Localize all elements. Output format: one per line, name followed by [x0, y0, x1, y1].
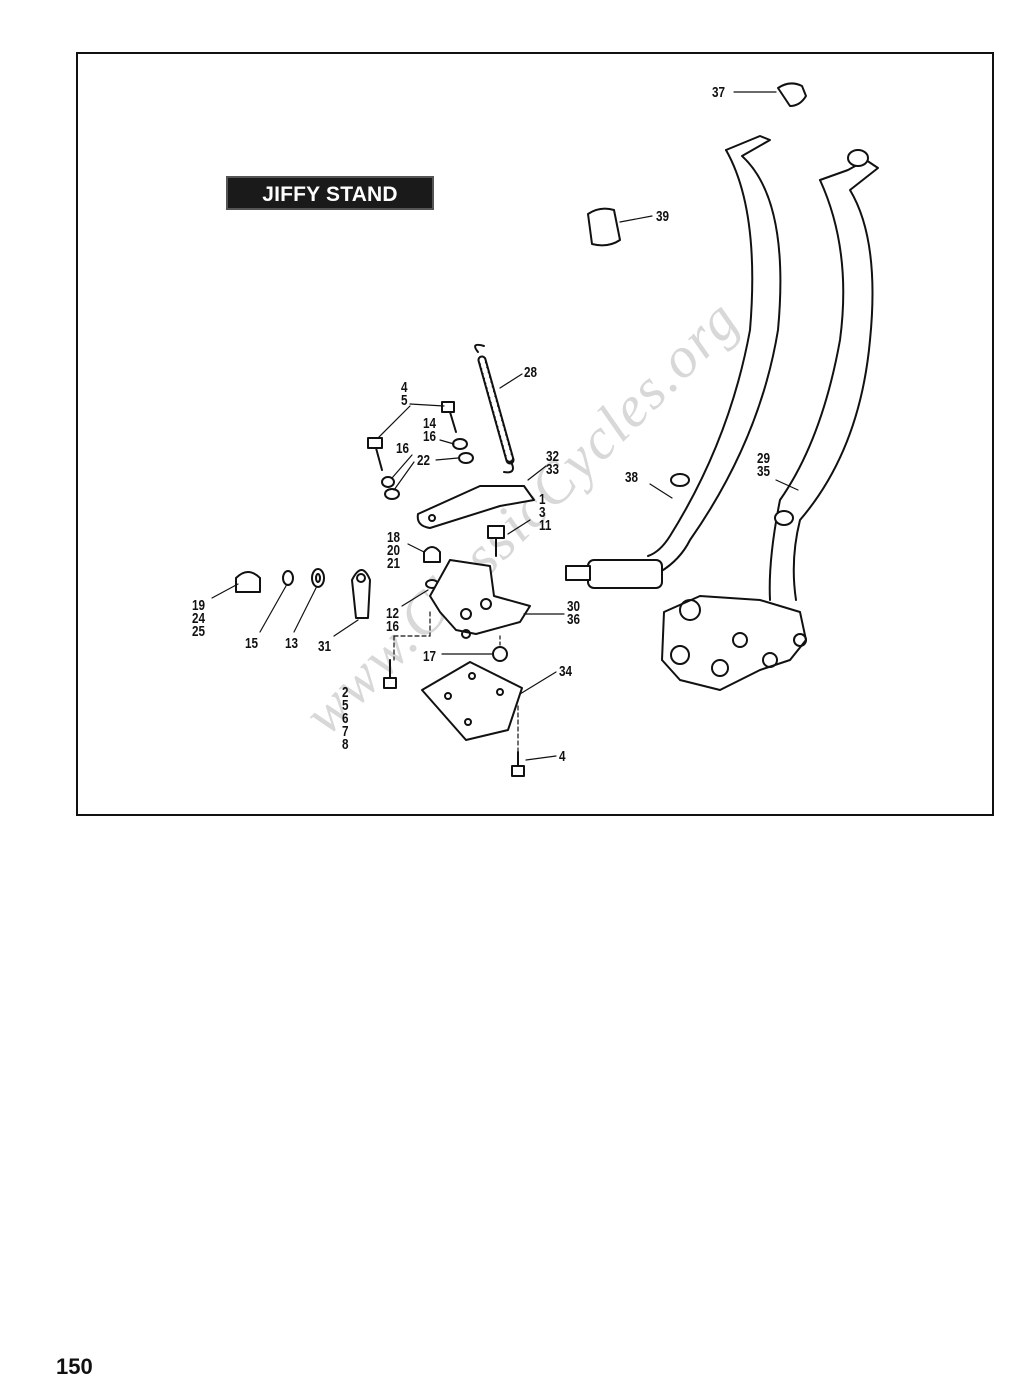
page-number: 150: [56, 1354, 93, 1379]
callout-16: 16: [396, 440, 410, 457]
callout-22: 22: [417, 452, 431, 469]
plate-part-34: [421, 661, 557, 753]
nut-part-22: [381, 438, 474, 500]
assembled-mount: [661, 595, 807, 691]
callout-30-36: 30 36: [567, 598, 581, 628]
callout-14-16: 14 16: [423, 415, 437, 445]
washer-part-13: [293, 568, 325, 633]
bolt-part-4-lower: [511, 751, 557, 777]
callout-31: 31: [318, 638, 332, 655]
cap-nut-part-19: [211, 571, 261, 599]
rubber-foot-part-37: [733, 82, 807, 107]
callout-4-lower: 4: [559, 748, 566, 765]
diagram-frame: [76, 52, 994, 816]
callout-2-5-6-7-8: 2 5 6 7 8: [342, 684, 349, 753]
callout-19-24-25: 19 24 25: [192, 597, 206, 640]
pad-part-39: [587, 207, 653, 247]
stand-leg-part-38: [565, 135, 782, 589]
callout-13: 13: [285, 635, 299, 652]
callout-37: 37: [712, 84, 726, 101]
washer-part-12: [401, 589, 429, 607]
mount-bracket-part-30: [393, 559, 565, 661]
callout-38: 38: [625, 469, 639, 486]
callout-17: 17: [423, 648, 437, 665]
acorn-nut-part-18: [407, 543, 441, 589]
star-washer-part-17: [441, 635, 508, 662]
bracket-part-32: [416, 465, 547, 529]
callout-15: 15: [245, 635, 259, 652]
callout-12-16: 12 16: [386, 605, 400, 635]
callout-29-35: 29 35: [757, 450, 771, 480]
callout-34: 34: [559, 663, 573, 680]
bolt-part-1: [487, 519, 531, 557]
eye-part-31: [333, 569, 371, 637]
callout-28: 28: [524, 364, 538, 381]
callout-18-20-21: 18 20 21: [387, 529, 401, 572]
stand-leg-part-29: [768, 149, 879, 601]
callout-32-33: 32 33: [546, 448, 560, 478]
callout-4-5: 4 5: [401, 379, 408, 409]
bolt-part-4: [367, 401, 457, 471]
spring-part-28: [474, 343, 523, 474]
lock-washer-part-15: [259, 570, 294, 633]
bolt-part-2: [383, 659, 397, 689]
section-title: JIFFY STAND: [226, 176, 434, 210]
callout-39: 39: [656, 208, 670, 225]
callout-1-3-11: 1 3 11: [539, 491, 552, 534]
